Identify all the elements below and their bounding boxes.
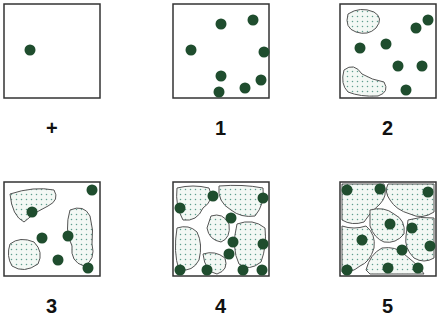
panel-number: 2 xyxy=(382,118,393,138)
panel xyxy=(4,4,100,98)
panel-number: 1 xyxy=(215,118,226,138)
panel-number: 5 xyxy=(382,296,393,316)
panel-number: + xyxy=(46,118,58,138)
panel xyxy=(340,4,436,98)
panel-number: 4 xyxy=(215,296,226,316)
panel-number: 3 xyxy=(46,296,57,316)
panel xyxy=(173,4,270,98)
panel xyxy=(173,182,269,276)
panel xyxy=(340,182,436,276)
panel xyxy=(4,182,100,276)
